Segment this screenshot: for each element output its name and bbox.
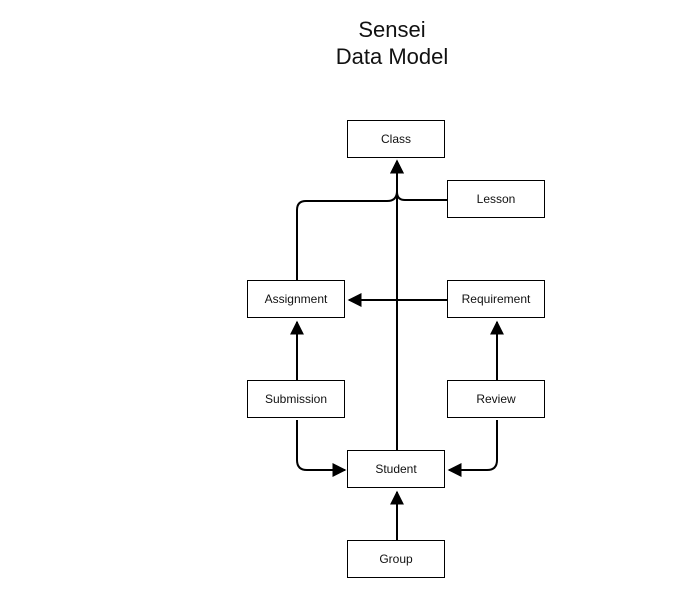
- node-submission[interactable]: Submission: [247, 380, 345, 418]
- node-lesson[interactable]: Lesson: [447, 180, 545, 218]
- node-assignment[interactable]: Assignment: [247, 280, 345, 318]
- edge-submission-student: [296, 420, 347, 477]
- node-student[interactable]: Student: [347, 450, 445, 488]
- node-class[interactable]: Class: [347, 120, 445, 158]
- node-requirement[interactable]: Requirement: [447, 280, 545, 318]
- edge-lesson-class: [390, 159, 447, 201]
- edge-assignment-class: [296, 159, 404, 280]
- node-group[interactable]: Group: [347, 540, 445, 578]
- edge-review-student: [447, 420, 498, 477]
- diagram-title-line2: Data Model: [335, 44, 449, 69]
- node-review[interactable]: Review: [447, 380, 545, 418]
- diagram-title-line1: Sensei: [358, 17, 426, 42]
